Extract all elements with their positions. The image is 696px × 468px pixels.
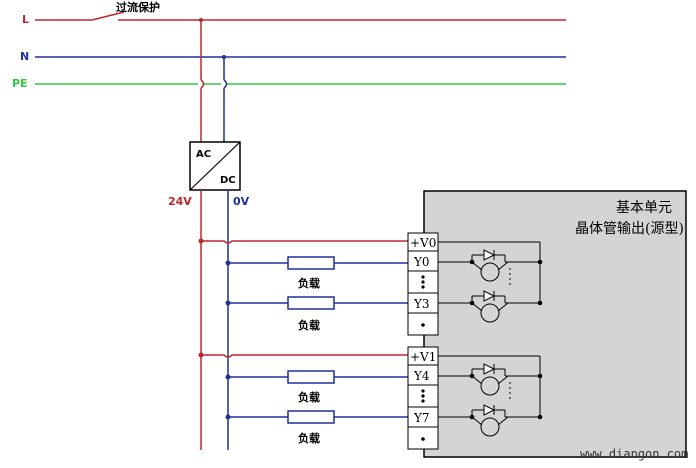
terminal-v1: +V1 <box>410 350 436 364</box>
bus-l-group: L 过流保护 <box>22 0 566 26</box>
bus-label-pe: PE <box>12 77 28 90</box>
terminal-block-1: +V0 Y0 Y3 <box>407 232 439 336</box>
terminal-y3: Y3 <box>413 297 430 311</box>
load-y7 <box>287 410 335 424</box>
psu-0v-label: 0V <box>233 195 250 208</box>
psu-24v-label: 24V <box>168 195 192 208</box>
terminal-y7: Y7 <box>413 411 430 425</box>
bus-pe-group: PE <box>12 77 566 90</box>
load-y0 <box>287 256 335 270</box>
transistor-circuit-2 <box>438 355 543 437</box>
terminal-v0: +V0 <box>410 236 436 250</box>
power-supply: AC DC <box>189 141 241 191</box>
bus-n-group: N <box>20 50 566 63</box>
psu-dc-label: DC <box>220 175 236 186</box>
bus-label-n: N <box>20 50 29 63</box>
overcurrent-switch <box>91 11 125 21</box>
load-label-y0: 负载 <box>298 276 320 290</box>
load-y3 <box>287 296 335 310</box>
terminal-y4: Y4 <box>413 369 430 383</box>
transistor-circuit-1 <box>438 241 543 323</box>
bus-label-l: L <box>22 13 29 26</box>
module-subtitle: 晶体管输出(源型) <box>575 221 684 237</box>
terminal-block-2: +V1 Y4 Y7 <box>407 346 439 450</box>
overcurrent-label: 过流保护 <box>116 0 160 14</box>
load-y4 <box>287 370 335 384</box>
load-label-y7: 负载 <box>298 431 320 445</box>
base-unit-module <box>423 190 687 458</box>
terminal-y0: Y0 <box>413 255 430 269</box>
module-title: 基本单元 <box>616 199 672 216</box>
watermark: www.diangon.com <box>580 447 688 461</box>
psu-ac-label: AC <box>196 149 211 160</box>
load-label-y4: 负载 <box>298 390 320 404</box>
load-label-y3: 负载 <box>298 318 320 332</box>
